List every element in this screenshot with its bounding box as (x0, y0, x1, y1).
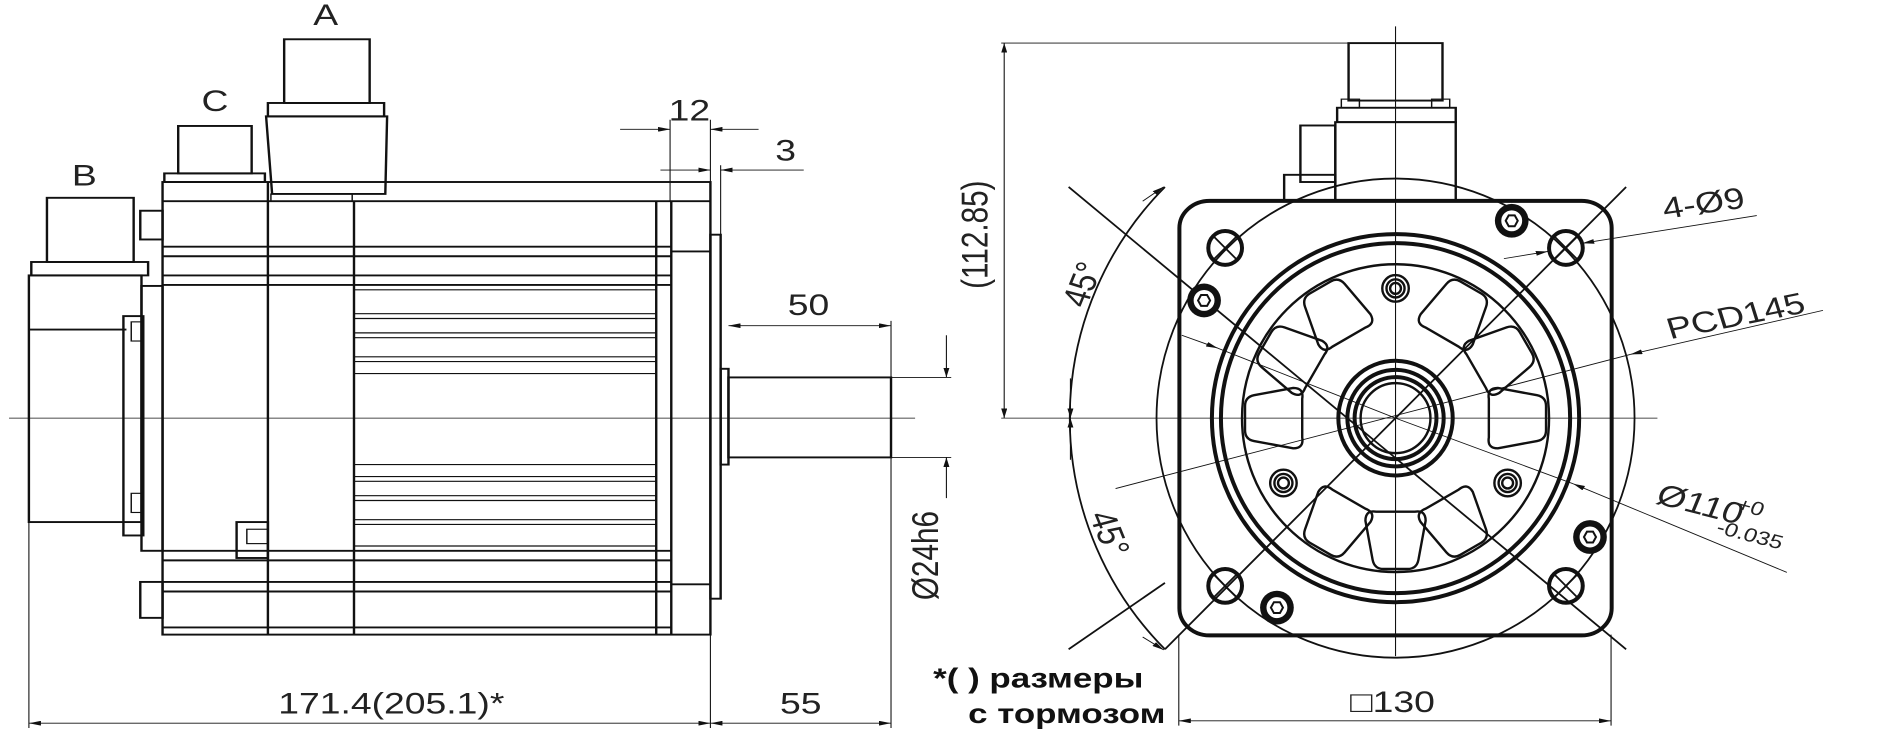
connector-c (163, 125, 267, 183)
front-view: 45° 45° (112.85) 4-Ø9 PCD145 Ø110 +0 -0.… (954, 26, 1824, 726)
face-window (1489, 388, 1546, 448)
face-window (1416, 484, 1497, 564)
connector-c-label: C (201, 85, 228, 118)
dimension-lines (28, 119, 952, 729)
connector-b-label: B (72, 159, 97, 192)
connector-a-label: A (313, 0, 338, 32)
dim-shaft-length: 55 (780, 687, 822, 720)
pcd-label: PCD145 (1662, 286, 1809, 346)
mounting-hole (1208, 569, 1242, 603)
dim-pilot: 3 (775, 134, 796, 167)
mounting-hole (1549, 231, 1583, 265)
dim-flange-thickness: 12 (669, 94, 711, 127)
dim-height: (112.85) (954, 180, 996, 288)
angle-upper-label: 45° (1054, 258, 1111, 311)
hex-bolt-icon (1187, 283, 1221, 318)
shaft (727, 376, 893, 459)
face-window (1365, 511, 1425, 569)
flange-size-label: □130 (1350, 686, 1435, 719)
face-window (1294, 484, 1375, 564)
brake-note-line2: с тормозом (968, 698, 1165, 730)
brake-note-line1: *( ) размеры (933, 662, 1143, 694)
face-screw-icon (1494, 470, 1520, 497)
dim-shaft-key: 50 (788, 289, 830, 322)
face-window (1461, 317, 1541, 398)
flange-dimension (1178, 634, 1612, 726)
connector-b (27, 196, 164, 552)
connector-a (264, 38, 389, 202)
top-connector (1282, 42, 1457, 203)
mounting-hole (1549, 569, 1583, 603)
face-windows (1245, 272, 1546, 569)
hex-bolt-icon (1260, 590, 1294, 625)
dim-body-length: 171.4(205.1)* (278, 687, 504, 720)
motor-body (139, 181, 730, 636)
side-view: A C B (9, 0, 952, 729)
height-dimension (1001, 42, 1443, 419)
pilot-tolerance-lower: -0.035 (1713, 516, 1786, 554)
angle-arrows (1067, 186, 1165, 651)
face-window (1294, 272, 1375, 352)
face-window (1245, 388, 1302, 448)
dim-shaft-diameter: Ø24h6 (905, 511, 947, 600)
angle-lower-label: 45° (1080, 507, 1137, 560)
mounting-hole (1208, 231, 1242, 265)
face-screw-icon (1270, 470, 1296, 497)
leader-lines (1115, 215, 1824, 573)
hex-bolt-icon (1494, 203, 1529, 238)
face-window (1416, 272, 1497, 352)
hex-bolt-icon (1573, 520, 1607, 554)
face-window (1250, 317, 1330, 398)
